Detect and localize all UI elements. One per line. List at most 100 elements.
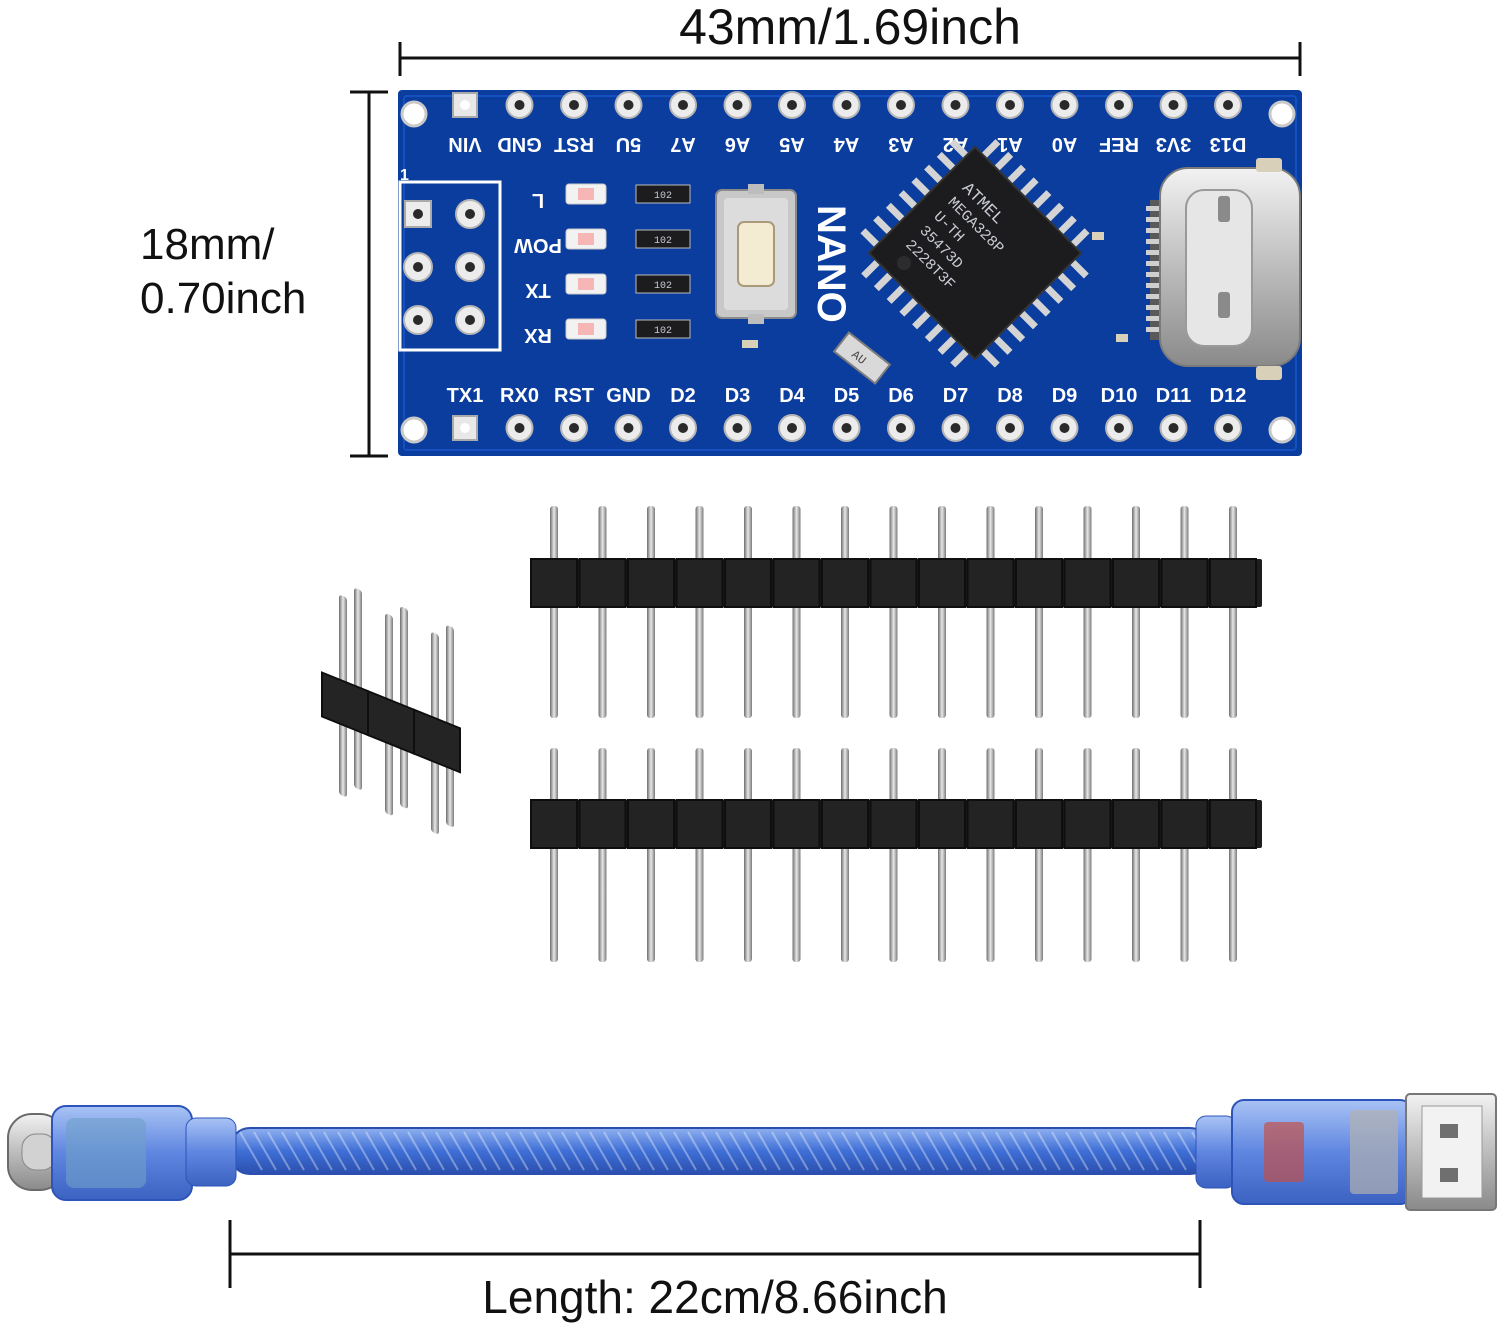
header-block [772,799,821,849]
header-block [578,558,627,608]
pin-hole [1114,100,1124,110]
header-pin [647,506,655,718]
top-pin-label: A1 [997,133,1023,155]
header-block [1209,799,1257,849]
pcb-substrate [398,90,1302,456]
cable-braid [925,1131,949,1171]
isp-header-mark: 1 [400,167,409,184]
cable-braid [1079,1131,1103,1171]
header-block [869,558,918,608]
header-pin [792,506,801,718]
pin-hole [896,423,906,433]
chip-pin [1069,228,1090,249]
bottom-pin-label: D9 [1052,385,1078,407]
bottom-pin-label: D2 [670,385,696,407]
cable-braid [1107,1131,1131,1171]
cable-braid [1009,1131,1033,1171]
header-pin [1083,506,1092,718]
top-pin-label: A6 [725,133,751,155]
pin-hole [787,423,797,433]
header-pin [550,506,558,718]
header-block [1063,799,1112,849]
board-height-line1: 18mm/ [140,220,275,269]
cable-braid [687,1131,711,1171]
chip-pin [912,308,933,330]
led-lens [578,188,594,200]
isp-header: 1 [398,167,502,352]
pin-header-strip-top [530,506,1262,718]
cable-braid [575,1131,599,1171]
cable-braid [1037,1131,1061,1171]
cable-braid [701,1131,725,1171]
top-pin-label: A4 [833,133,859,155]
pin-hole [514,423,525,433]
pin-hole [1223,423,1233,433]
resistor [635,274,691,294]
cable-braid [379,1131,403,1171]
header-block [1015,558,1063,608]
pin-hole [678,100,688,110]
cable-braid [967,1131,991,1171]
resistor-mark: 102 [654,281,672,292]
header-block [966,799,1015,849]
chip-pin [1030,296,1051,317]
top-pin-label: A5 [779,133,805,155]
led-label: TX [525,279,551,301]
cable-braid [645,1131,669,1171]
header-block [966,558,1015,608]
pin-hole [460,423,470,433]
cable-braid [477,1131,501,1171]
chip-pin [979,347,1000,368]
header-pin [744,506,752,718]
header-pin [986,506,995,718]
length-dimension-line [228,1220,1202,1288]
top-pin-label: 3V3 [1156,133,1192,155]
pin-hole [678,423,688,433]
cable-braid [757,1131,781,1171]
cable-braid [365,1131,389,1171]
pin-hole [623,100,634,110]
mounting-hole [1268,416,1296,444]
chip-pin [936,151,958,173]
header-block [578,799,627,849]
bottom-pin-label: D3 [725,385,751,407]
led-label: RX [523,324,551,346]
cable-braid [491,1131,515,1171]
led-lens [578,278,594,290]
bottom-pin-label: RX0 [500,385,539,407]
led-label: L [532,189,544,211]
cable-braid [995,1131,1019,1171]
header-block [1160,799,1209,849]
usb-port-lead [1146,206,1160,211]
pin-hole [514,100,525,110]
led-lens [578,233,594,245]
cable-braid [547,1131,571,1171]
bottom-pin-label: D7 [943,385,969,407]
pin-hole [787,100,797,110]
chip-pin [1005,164,1026,186]
cable-braid [589,1131,613,1171]
small-header-group [321,588,461,834]
header-block [1063,558,1112,608]
cable-braid [295,1131,319,1171]
mounting-hole [400,416,428,444]
smd-components [742,158,1282,380]
chip-pin-group [860,139,1090,368]
usb-port-lead [1146,250,1160,255]
pin-hole [1114,423,1124,433]
board-model-label: NANO [809,205,853,323]
usb-port-lead [1146,327,1160,332]
board-height-line2: 0.70inch [140,274,307,323]
top-pin-label: VIN [448,133,481,155]
bottom-pin-label: D5 [834,385,860,407]
cable-braid [1051,1131,1075,1171]
cable-braid [813,1131,837,1171]
bottom-pin-pads [452,414,1242,442]
header-block [772,558,821,608]
top-pin-label: D13 [1210,133,1247,155]
pin-hole [569,423,579,433]
cable-braid [351,1131,375,1171]
resistor-mark: 102 [654,236,672,247]
header-pin [1229,748,1237,962]
